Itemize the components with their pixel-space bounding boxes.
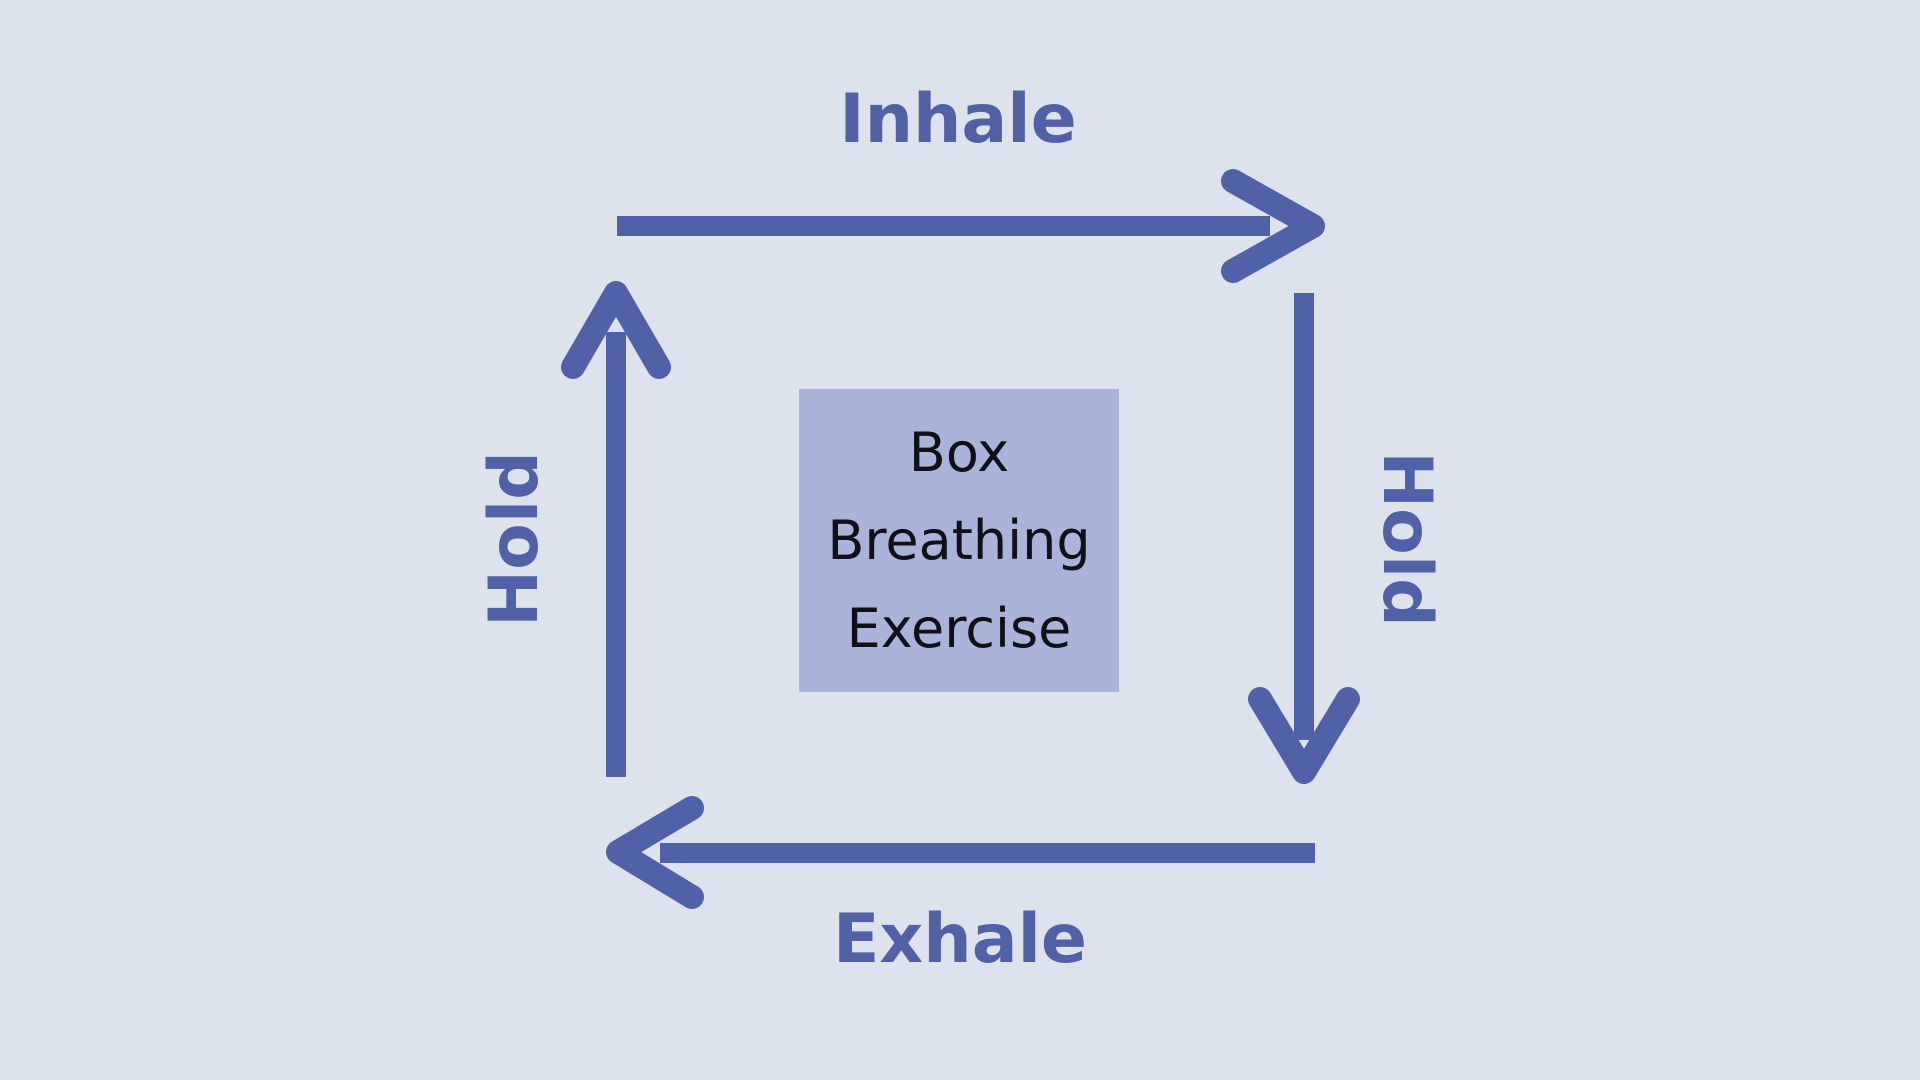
hold-left-label: Hold (475, 451, 554, 627)
title-line-1: Box (908, 420, 1010, 484)
arrow-down-icon (1248, 687, 1360, 784)
title-line-2: Breathing (827, 508, 1091, 572)
hold-right-arrow (1248, 293, 1360, 784)
hold-right-label: Hold (1367, 451, 1446, 627)
title-line-3: Exercise (846, 596, 1072, 660)
exhale-label: Exhale (832, 900, 1088, 979)
arrow-left-icon (606, 796, 704, 909)
arrow-right-icon (1221, 169, 1325, 283)
inhale-label: Inhale (839, 80, 1077, 159)
exhale-arrow (606, 796, 1315, 909)
hold-left-arrow (561, 281, 671, 777)
title-box: Box Breathing Exercise (799, 389, 1119, 692)
arrow-up-icon (561, 281, 671, 379)
inhale-arrow (617, 169, 1325, 283)
